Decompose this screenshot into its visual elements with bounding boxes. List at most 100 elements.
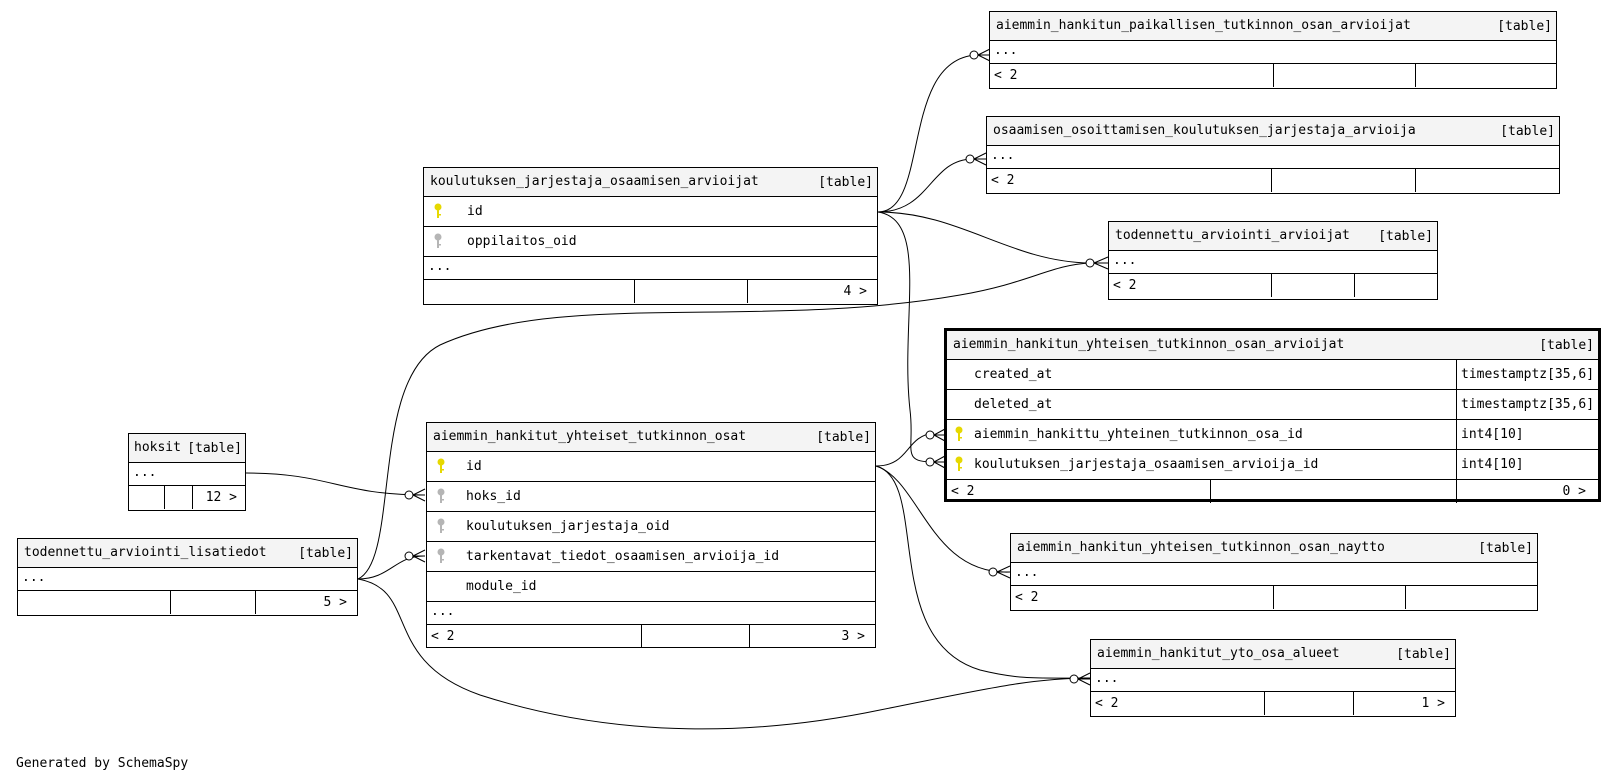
table-name: koulutuksen_jarjestaja_osaamisen_arvioij… <box>430 174 759 189</box>
child-count[interactable]: 12 > <box>205 490 237 505</box>
table-kind: [table] <box>1396 647 1451 662</box>
parent-count[interactable]: < 2 <box>994 68 1018 83</box>
table-footer: < 2 <box>990 64 1556 87</box>
column-name: deleted_at <box>974 397 1053 412</box>
primary-key-icon <box>955 426 963 441</box>
table-footer: < 2 <box>987 169 1559 192</box>
column-name: hoks_id <box>466 489 521 504</box>
table-footer: 4 > <box>424 280 877 303</box>
table-name: aiemmin_hankitun_yhteisen_tutkinnon_osan… <box>1017 540 1385 555</box>
column-type: timestamptz[35,6] <box>1461 367 1595 382</box>
table-name: hoksit <box>134 440 181 455</box>
column-row: oppilaitos_oid <box>424 227 877 257</box>
table-kind: [table] <box>298 546 353 561</box>
more-columns: ... <box>424 257 877 280</box>
table-header: koulutuksen_jarjestaja_osaamisen_arvioij… <box>424 168 877 197</box>
table-osoittamisen-arvioija[interactable]: osaamisen_osoittamisen_koulutuksen_jarje… <box>986 116 1560 194</box>
table-footer: < 2 0 > <box>947 480 1598 503</box>
crowfoot-markers <box>404 48 1109 686</box>
parent-count[interactable]: < 2 <box>991 173 1015 188</box>
table-name: aiemmin_hankitun_yhteisen_tutkinnon_osan… <box>953 337 1345 352</box>
table-kind: [table] <box>187 441 242 456</box>
table-paikallisen-arvioijat[interactable]: aiemmin_hankitun_paikallisen_tutkinnon_o… <box>989 11 1557 89</box>
table-footer: 5 > <box>18 591 357 614</box>
parent-count[interactable]: < 2 <box>951 484 975 499</box>
more-columns: ... <box>129 463 245 486</box>
table-header: hoksit [table] <box>129 434 245 463</box>
table-name: aiemmin_hankitut_yto_osa_alueet <box>1097 646 1340 661</box>
table-yhteiset-tutkinnon-osat[interactable]: aiemmin_hankitut_yhteiset_tutkinnon_osat… <box>426 422 876 648</box>
table-footer: < 2 <box>1109 274 1437 297</box>
more-columns: ... <box>1091 669 1455 692</box>
table-yto-osa-alueet[interactable]: aiemmin_hankitut_yto_osa_alueet [table] … <box>1090 639 1456 717</box>
edge-yhteiset-to-focus <box>875 432 935 467</box>
column-row: koulutuksen_jarjestaja_oid <box>427 512 875 542</box>
column-row: koulutuksen_jarjestaja_osaamisen_arvioij… <box>947 450 1598 480</box>
table-todennettu-arvioijat[interactable]: todennettu_arviointi_arvioijat [table] .… <box>1108 221 1438 300</box>
table-name: todennettu_arviointi_arvioijat <box>1115 228 1350 243</box>
table-header: osaamisen_osoittamisen_koulutuksen_jarje… <box>987 117 1559 146</box>
table-kind: [table] <box>1500 124 1555 139</box>
column-name: aiemmin_hankittu_yhteinen_tutkinnon_osa_… <box>974 427 1303 442</box>
column-name: id <box>467 204 483 219</box>
table-kind: [table] <box>816 430 871 445</box>
table-footer: 12 > <box>129 486 245 509</box>
edge-koulutuksen-to-paikallisen <box>877 54 977 213</box>
generator-credit: Generated by SchemaSpy <box>16 756 189 771</box>
column-row: id <box>424 197 877 227</box>
edge-hoksit-to-yhteiset <box>245 472 425 496</box>
more-columns: ... <box>1011 563 1537 586</box>
table-name: todennettu_arviointi_lisatiedot <box>24 545 267 560</box>
table-hoksit[interactable]: hoksit [table] ... 12 > <box>128 433 246 511</box>
primary-key-icon <box>434 203 442 218</box>
table-kind: [table] <box>1378 229 1433 244</box>
column-type: int4[10] <box>1461 427 1524 442</box>
table-yhteisen-naytto[interactable]: aiemmin_hankitun_yhteisen_tutkinnon_osan… <box>1010 533 1538 611</box>
table-kind: [table] <box>1539 338 1594 353</box>
edge-lisatiedot-to-todennettu <box>357 262 1091 580</box>
column-row: created_at timestamptz[35,6] <box>947 360 1598 390</box>
table-name: aiemmin_hankitut_yhteiset_tutkinnon_osat <box>433 429 747 444</box>
parent-count[interactable]: < 2 <box>431 629 455 644</box>
column-name: tarkentavat_tiedot_osaamisen_arvioija_id <box>466 549 780 564</box>
foreign-key-icon <box>437 548 445 563</box>
more-columns: ... <box>18 568 357 591</box>
more-columns: ... <box>990 41 1556 64</box>
edge-lisatiedot-to-alueet <box>357 578 1091 730</box>
table-kind: [table] <box>1478 541 1533 556</box>
parent-count[interactable]: < 2 <box>1095 696 1119 711</box>
child-count[interactable]: 5 > <box>323 595 347 610</box>
more-columns: ... <box>1109 251 1437 274</box>
column-row: module_id <box>427 572 875 602</box>
child-count[interactable]: 1 > <box>1421 696 1445 711</box>
table-header: aiemmin_hankitut_yhteiset_tutkinnon_osat… <box>427 423 875 452</box>
table-footer: < 2 1 > <box>1091 692 1455 715</box>
column-row: deleted_at timestamptz[35,6] <box>947 390 1598 420</box>
table-koulutuksen-arvioijat[interactable]: koulutuksen_jarjestaja_osaamisen_arvioij… <box>423 167 878 305</box>
edge-yhteiset-to-naytto <box>875 465 1011 573</box>
parent-count[interactable]: < 2 <box>1113 278 1137 293</box>
table-name: osaamisen_osoittamisen_koulutuksen_jarje… <box>993 123 1416 138</box>
child-count[interactable]: 4 > <box>843 284 867 299</box>
column-row: aiemmin_hankittu_yhteinen_tutkinnon_osa_… <box>947 420 1598 450</box>
table-focus-yhteisen-arvioijat[interactable]: aiemmin_hankitun_yhteisen_tutkinnon_osan… <box>944 328 1601 503</box>
column-type: int4[10] <box>1461 457 1524 472</box>
child-count[interactable]: 3 > <box>841 629 865 644</box>
table-todennettu-lisatiedot[interactable]: todennettu_arviointi_lisatiedot [table] … <box>17 538 358 616</box>
primary-key-icon <box>955 456 963 471</box>
child-count[interactable]: 0 > <box>1562 484 1586 499</box>
table-header: aiemmin_hankitun_yhteisen_tutkinnon_osan… <box>947 331 1598 360</box>
table-header: todennettu_arviointi_lisatiedot [table] <box>18 539 357 568</box>
parent-count[interactable]: < 2 <box>1015 590 1039 605</box>
edge-lisatiedot-to-yhteiset <box>357 555 425 580</box>
table-kind: [table] <box>1497 19 1552 34</box>
table-header: todennettu_arviointi_arvioijat [table] <box>1109 222 1437 251</box>
edge-koulutuksen-to-todennettu <box>877 211 1091 264</box>
primary-key-icon <box>437 458 445 473</box>
column-name: koulutuksen_jarjestaja_osaamisen_arvioij… <box>974 457 1319 472</box>
column-name: module_id <box>466 579 537 594</box>
column-name: koulutuksen_jarjestaja_oid <box>466 519 670 534</box>
column-row: hoks_id <box>427 482 875 512</box>
table-footer: < 2 <box>1011 586 1537 609</box>
